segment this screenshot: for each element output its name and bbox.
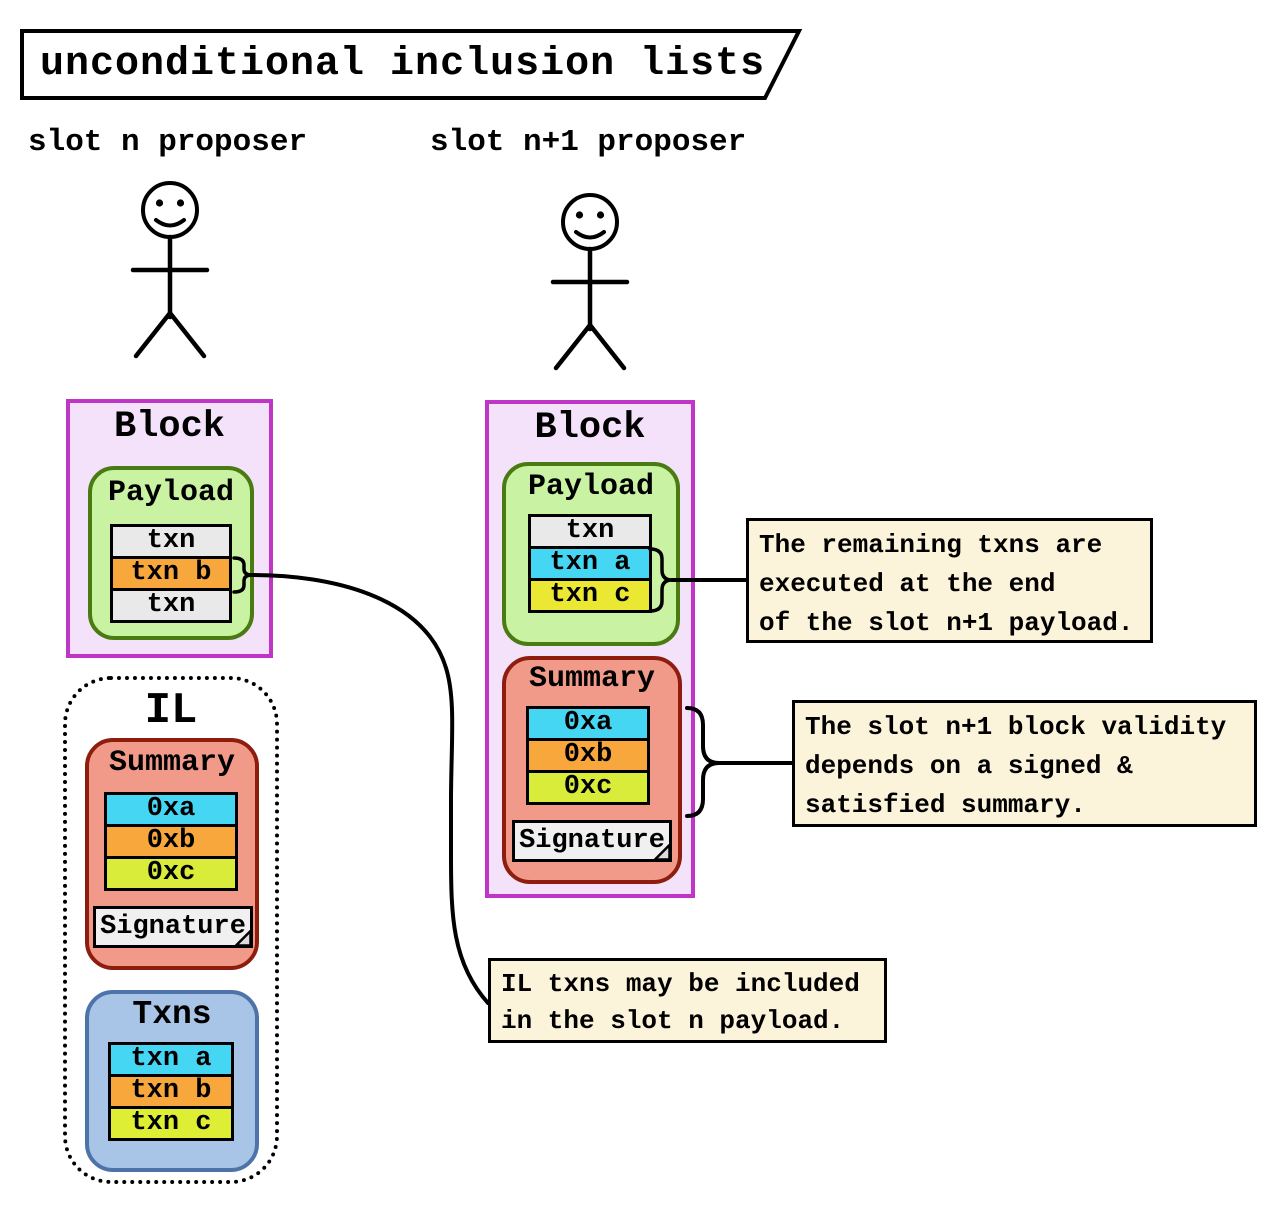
txn-row: txn b [110,556,232,591]
note-line: The slot n+1 block validity [805,712,1227,742]
hash-row: 0xa [104,792,238,827]
summary-slot-n1-signature-box: Signature [512,820,672,862]
payload-slot-n-title: Payload [107,476,235,510]
note-line: of the slot n+1 payload. [759,608,1134,638]
txn-row: txn a [528,546,652,581]
proposer-stick-figure-right [550,193,630,371]
txn-row: txn a [108,1042,234,1077]
txn-row: txn b [108,1074,234,1109]
hash-row: 0xb [104,824,238,859]
proposer-label-slot-n1: slot n+1 proposer [430,125,747,160]
note-block-validity: The slot n+1 block validity depends on a… [792,700,1257,827]
note-line: IL txns may be included [501,969,860,999]
note-line: executed at the end [759,569,1056,599]
txn-row: txn [110,524,232,559]
note-remaining-txns: The remaining txns are executed at the e… [746,518,1153,643]
hash-row: 0xa [526,706,650,741]
il-signature-box: Signature [93,906,253,948]
proposer-stick-figure-left [130,181,210,359]
payload-slot-n-rows: txn txn b txn [110,524,232,623]
hash-row: 0xc [104,856,238,891]
block-slot-n1-title: Block [534,407,646,449]
il-title: IL [144,686,198,736]
il-txns-title: Txns [132,996,212,1033]
il-summary-rows: 0xa 0xb 0xc [104,792,238,891]
block-slot-n-title: Block [113,406,226,448]
summary-slot-n1-rows: 0xa 0xb 0xc [526,706,650,805]
payload-slot-n1-rows: txn txn a txn c [528,514,652,613]
il-txns-rows: txn a txn b txn c [108,1042,234,1141]
note-line: in the slot n payload. [501,1006,845,1036]
summary-slot-n1-signature-label: Signature [519,826,665,856]
payload-slot-n1-title: Payload [527,470,655,504]
txn-row: txn c [108,1106,234,1141]
proposer-label-slot-n: slot n proposer [28,125,308,160]
connector-curve-il-note [250,573,490,1005]
il-signature-label: Signature [100,912,246,942]
summary-slot-n1-title: Summary [528,662,656,696]
hash-row: 0xb [526,738,650,773]
txn-row: txn c [528,578,652,613]
txn-row: txn [528,514,652,549]
txn-row: txn [110,588,232,623]
note-line: depends on a signed & [805,751,1133,781]
diagram-title: unconditional inclusion lists [40,42,766,87]
hash-row: 0xc [526,770,650,805]
note-line: satisfied summary. [805,790,1086,820]
note-line: The remaining txns are [759,530,1103,560]
il-summary-title: Summary [108,746,236,780]
note-il-txns: IL txns may be included in the slot n pa… [488,958,887,1043]
